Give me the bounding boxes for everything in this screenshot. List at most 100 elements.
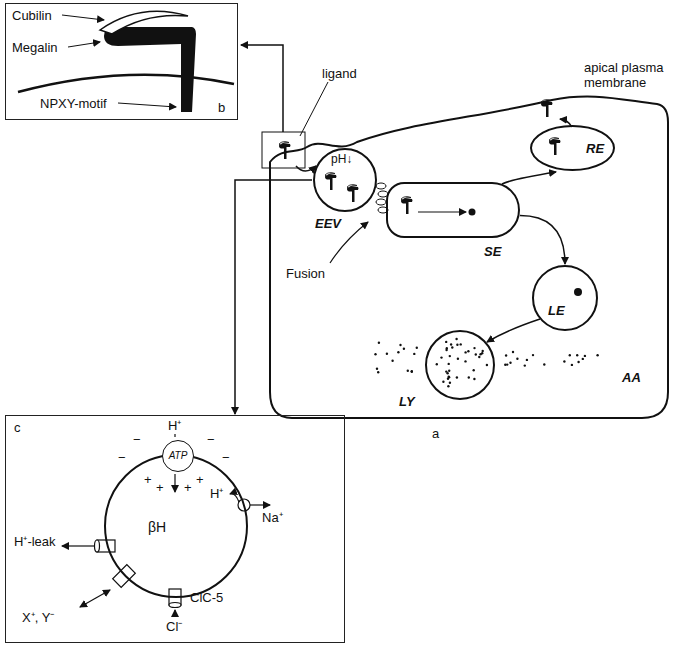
dot [473, 378, 475, 380]
dot [456, 376, 458, 378]
dot [447, 378, 449, 380]
endocytosis-arrow [296, 166, 316, 171]
dot [451, 346, 453, 348]
annotation-label: apical plasma membrane [584, 60, 679, 90]
dot [445, 341, 447, 343]
node-label: a [432, 426, 439, 441]
annotation-label: Cl⁻ [166, 619, 182, 634]
annotation-label: − [207, 432, 215, 447]
cell-membrane [262, 92, 672, 422]
cubilin-shape [100, 11, 188, 34]
dot [413, 353, 415, 355]
dot [397, 351, 399, 353]
dot [468, 376, 470, 378]
annotation-label: H⁺ [210, 486, 223, 501]
dot [506, 363, 508, 365]
dot [526, 359, 528, 361]
annotation-label: H⁺-leak [14, 534, 56, 549]
dot [399, 344, 401, 346]
amino-acid-dots [374, 338, 599, 388]
drawing-part [169, 603, 181, 608]
drawing-part [113, 565, 136, 588]
dot [509, 362, 511, 364]
annotation-label: Megalin [12, 40, 58, 55]
annotation-label: − [118, 450, 126, 465]
dot [473, 347, 475, 349]
dot [447, 385, 449, 387]
drawing-part [80, 590, 110, 607]
dot [440, 356, 442, 358]
dot [569, 354, 571, 356]
flow-arrow [520, 216, 565, 264]
dot [411, 371, 413, 373]
dot [455, 338, 457, 340]
transport-symbols [62, 434, 270, 617]
drawing-part [95, 540, 100, 552]
leader-line [118, 103, 176, 107]
annotation-label: ligand [322, 66, 357, 81]
dot [460, 343, 462, 345]
leader-line [68, 42, 100, 47]
annotation-label: NPXY-motif [40, 96, 107, 111]
node-label: c [14, 420, 21, 435]
drawing-part [230, 494, 239, 502]
dot [582, 358, 584, 360]
proton-pump: ATP [162, 440, 194, 472]
dot [596, 354, 598, 356]
node-label: RE [586, 141, 604, 156]
node-label: b [218, 100, 225, 115]
dot [473, 369, 475, 371]
dot [378, 342, 380, 344]
late-endosome: LE [532, 265, 598, 331]
dot [374, 353, 376, 355]
node-label: LE [548, 303, 565, 318]
node-label: LY [399, 394, 415, 409]
dot [445, 349, 447, 351]
dot [584, 355, 586, 357]
drawing-part [174, 434, 175, 437]
dot [524, 364, 526, 366]
dot [482, 350, 484, 352]
ligand-dot [574, 288, 582, 296]
dot [391, 360, 393, 362]
node-label: βH [148, 520, 166, 535]
drawing-part [238, 499, 250, 511]
annotation-label: ClC-5 [190, 590, 223, 605]
detail-panel: c βH ATP [5, 415, 345, 643]
sorting-endosome: SE [386, 182, 520, 238]
dot [411, 370, 413, 372]
dot [543, 363, 545, 365]
dot [449, 382, 451, 384]
annotation-label: X⁺, Y⁻ [22, 610, 54, 625]
annotation-label: Cubilin [12, 8, 52, 23]
dot [516, 358, 518, 360]
annotation-label: AA [622, 370, 641, 385]
receptor-symbols [279, 100, 561, 214]
node-label: SE [484, 244, 501, 259]
dot [464, 351, 466, 353]
dot [563, 360, 565, 362]
annotation-label: − [133, 432, 141, 447]
annotation-label: + [184, 480, 192, 495]
lysosome: LY [425, 330, 495, 400]
dot [486, 364, 488, 366]
dot [450, 343, 452, 345]
inset-arrow [241, 45, 283, 132]
dot [456, 344, 458, 346]
dot [436, 363, 438, 365]
dot [532, 354, 534, 356]
annotation-label: Fusion [286, 266, 325, 281]
dot [448, 370, 450, 372]
leader-line [300, 82, 328, 136]
dot [505, 354, 507, 356]
dot [448, 363, 450, 365]
drawing-part [174, 610, 175, 617]
dissociation-arrow [418, 211, 466, 212]
dot [467, 350, 469, 352]
dot [449, 355, 451, 357]
megalin-cubilin-drawing [18, 11, 234, 112]
drawing-part [62, 545, 94, 546]
drawing-part [376, 199, 386, 205]
annotation-label: + [156, 480, 164, 495]
dot [464, 360, 466, 362]
